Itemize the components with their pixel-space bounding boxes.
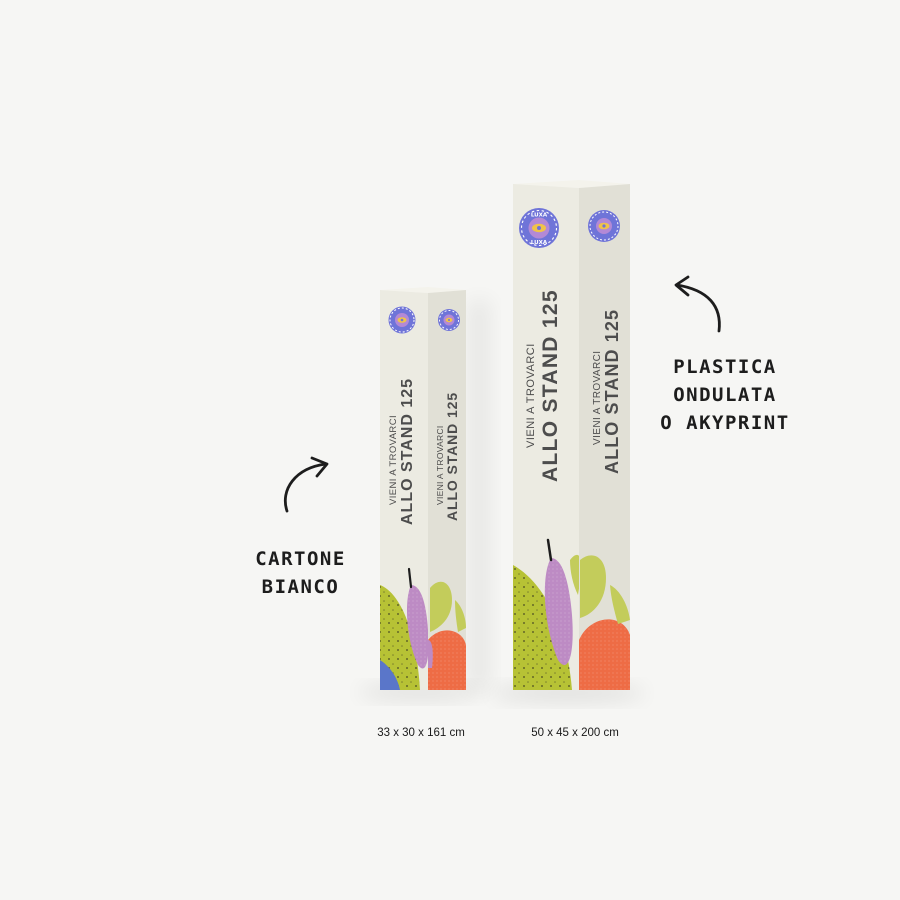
large-left-line2: ALLO STAND 125 xyxy=(539,289,562,482)
totem-small-right-face xyxy=(428,290,466,690)
large-right-line2: ALLO STAND 125 xyxy=(602,309,622,474)
logo-badge-small-right xyxy=(438,309,460,331)
arrow-left-icon xyxy=(284,456,329,513)
annotation-line: PLASTICA xyxy=(673,356,777,378)
small-right-line2: ALLO STAND 125 xyxy=(444,392,460,521)
dimension-label-large: 50 x 45 x 200 cm xyxy=(531,727,619,739)
annotation-line: ONDULATA xyxy=(673,384,777,406)
small-left-line2: ALLO STAND 125 xyxy=(399,378,416,525)
wall-shadow-small xyxy=(468,300,490,690)
annotation-plastica-ondulata: PLASTICA ONDULATA O AKYPRINT xyxy=(640,353,810,437)
large-right-line1: VIENI A TROVARCI xyxy=(592,351,603,445)
small-right-line1: VIENI A TROVARCI xyxy=(435,425,445,505)
annotation-cartone-bianco: CARTONE BIANCO xyxy=(238,545,363,601)
annotation-line: O AKYPRINT xyxy=(660,412,790,434)
logo-bottom-text: LUXA xyxy=(531,240,548,246)
annotation-line: CARTONE xyxy=(255,548,346,570)
logo-badge-small-left xyxy=(388,306,416,334)
logo-top-text: LUXA xyxy=(531,213,548,219)
arrow-right-icon xyxy=(674,275,721,333)
totem-large-right-face xyxy=(579,184,630,690)
totem-small xyxy=(380,287,466,690)
annotation-line: BIANCO xyxy=(261,576,340,598)
logo-badge-large-right xyxy=(588,210,620,242)
large-left-line1: VIENI A TROVARCI xyxy=(525,343,537,448)
totem-large xyxy=(513,180,630,690)
totem-large-left-face xyxy=(513,184,579,690)
totem-small-left-face xyxy=(380,290,428,690)
dimension-label-small: 33 x 30 x 161 cm xyxy=(377,727,465,739)
small-left-line1: VIENI A TROVARCI xyxy=(388,415,399,505)
logo-badge-large-left: LUXA LUXA xyxy=(519,208,559,248)
